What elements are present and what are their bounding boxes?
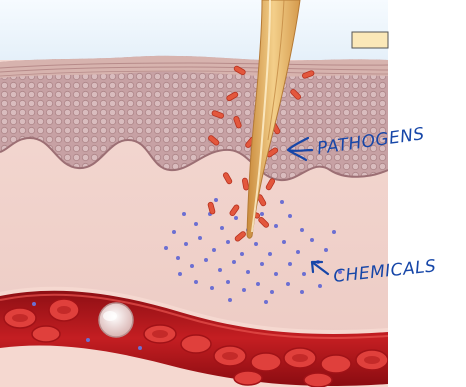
white-blood-cell [99, 303, 133, 337]
skin-cross-section [0, 0, 388, 387]
legend-box-icon [352, 32, 388, 48]
